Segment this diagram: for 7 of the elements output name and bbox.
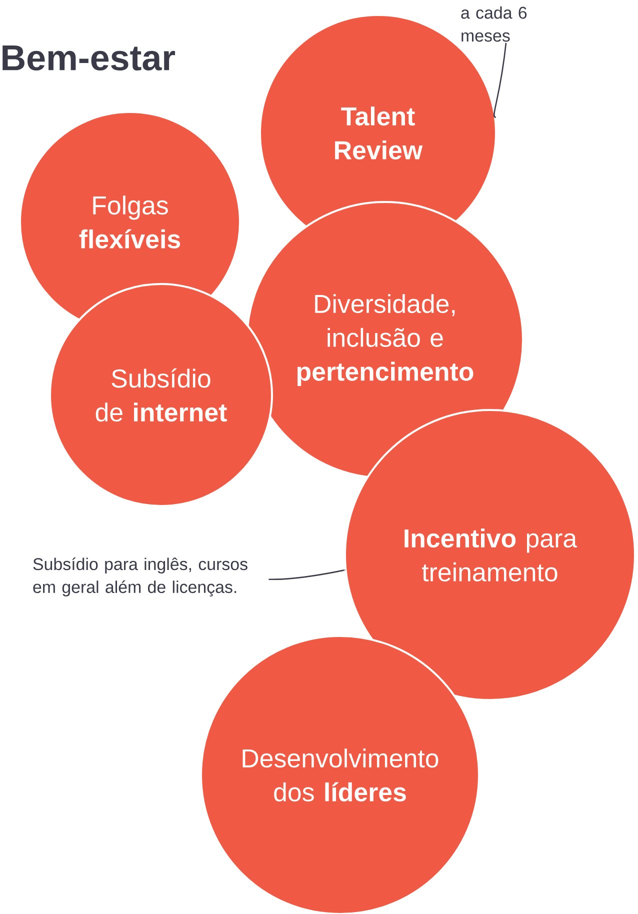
title: Bem-estar xyxy=(2,46,176,71)
leader-line xyxy=(268,569,345,580)
leader-line xyxy=(494,42,507,118)
bubble: Subsídio de internet xyxy=(49,283,273,507)
bubble: Incentivo para treinamento xyxy=(344,409,636,701)
note: Subsídio para inglês, cursos em geral além de licenças. xyxy=(33,558,248,596)
bubble: Desenvolvimento dos líderes xyxy=(200,635,480,914)
